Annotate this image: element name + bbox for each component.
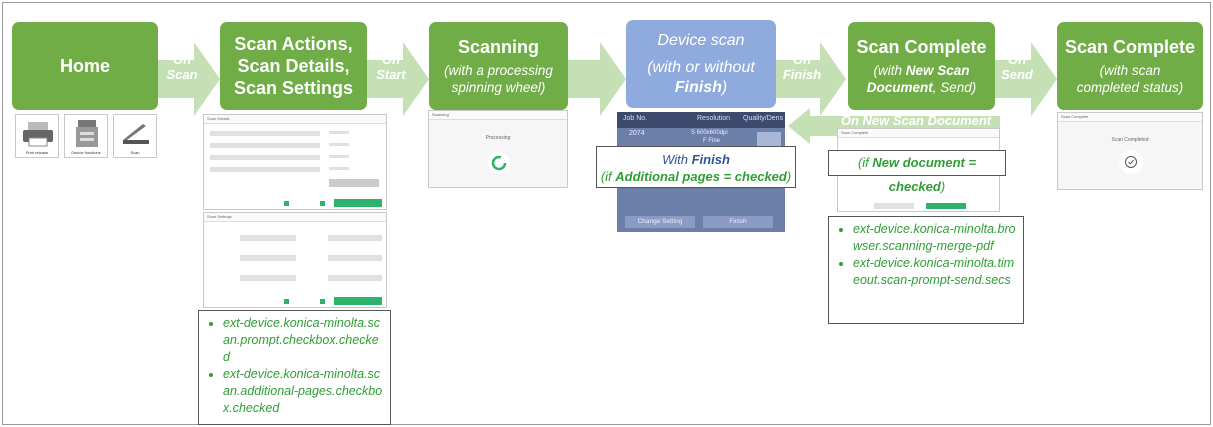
device-header-resolution: Resolution: [697, 115, 731, 122]
note-with-finish-line2: (if Additional pages = checked): [600, 169, 792, 184]
arrow-on-send: [995, 42, 1057, 116]
config-item: ext-device.konica-minolta.scan.prompt.ch…: [223, 315, 384, 366]
state-scan-actions: Scan Actions, Scan Details, Scan Setting…: [220, 22, 367, 110]
printer-icon: [23, 122, 53, 147]
device-finish-button: Finish: [703, 216, 773, 228]
state-scanning-title: Scanning: [457, 37, 539, 57]
scanning-status-text: Processing: [485, 135, 511, 141]
home-tile-label: Print release: [25, 150, 49, 155]
scan-settings-title: Scan Settings: [204, 213, 386, 222]
scan-start-button-thumb: [334, 199, 382, 207]
device-change-setting-button: Change Setting: [625, 216, 695, 228]
scan-complete-status-screen-title: Scan Complete: [1058, 113, 1202, 122]
arrow-on-new-scan-document-label: On New Scan Document: [840, 113, 992, 128]
state-scan-complete-send-title: Scan Complete: [856, 37, 987, 57]
scan-details-screenshot: Scan Details: [203, 114, 387, 210]
scanner-icon: [123, 124, 149, 144]
config-item: ext-device.konica-minolta.scan.additiona…: [223, 366, 384, 417]
state-scan-actions-title: Scan Actions, Scan Details, Scan Setting…: [233, 34, 354, 98]
note-new-document: (if New document = checked): [828, 150, 1006, 194]
state-scan-complete-send-subtitle: (with New Scan Document, Send): [866, 63, 977, 95]
home-tile-scan: Scan: [113, 114, 157, 158]
device-header-job: Job No.: [623, 115, 648, 122]
state-home: Home: [12, 22, 158, 110]
arrow-on-scan: [158, 42, 220, 116]
scan-settings-screenshot: Scan Settings: [203, 212, 387, 308]
home-tile-device-functions: Device functions: [64, 114, 108, 158]
device-value-fine: F Fine: [703, 138, 721, 144]
config-item: ext-device.konica-minolta.browser.scanni…: [853, 221, 1017, 255]
config-item: ext-device.konica-minolta.timeout.scan-p…: [853, 255, 1017, 289]
scan-complete-send-screen-title: Scan Complete: [838, 129, 999, 138]
state-home-title: Home: [59, 56, 110, 76]
config-list-scan-prompt: ext-device.konica-minolta.scan.prompt.ch…: [198, 310, 391, 425]
note-with-finish: With Finish (if Additional pages = check…: [596, 146, 796, 188]
scanning-screen-title: Scanning: [429, 111, 567, 120]
scan-complete-status-screenshot: Scan Complete Scan Completed: [1057, 112, 1203, 190]
device-header-quality: Quality/Dens: [743, 115, 784, 122]
home-tile-label: Scan: [130, 150, 140, 155]
note-with-finish-line1: With Finish: [662, 152, 730, 167]
arrow-to-device-scan: [568, 42, 626, 116]
scan-completed-status-text: Scan Completed: [1111, 137, 1149, 143]
check-circle-icon: [1119, 150, 1143, 174]
state-device-scan-title: Device scan: [657, 32, 745, 49]
home-tile-label: Device functions: [71, 150, 101, 155]
device-value-resolution: S 600x600dpi: [691, 130, 728, 136]
arrow-on-start: [367, 42, 429, 116]
scanning-screenshot: Scanning Processing: [428, 110, 568, 188]
device-value-job: 2074: [629, 130, 645, 137]
state-scan-complete-send: Scan Complete (with New Scan Document, S…: [848, 22, 995, 110]
scan-details-title: Scan Details: [204, 115, 386, 124]
spinner-icon: [488, 152, 510, 174]
copier-icon: [76, 120, 98, 147]
config-list-scan-complete: ext-device.konica-minolta.browser.scanni…: [828, 216, 1024, 324]
arrow-on-finish: [776, 42, 846, 116]
state-scan-complete-status-title: Scan Complete: [1064, 37, 1196, 57]
home-tile-print-release: Print release: [15, 114, 59, 158]
